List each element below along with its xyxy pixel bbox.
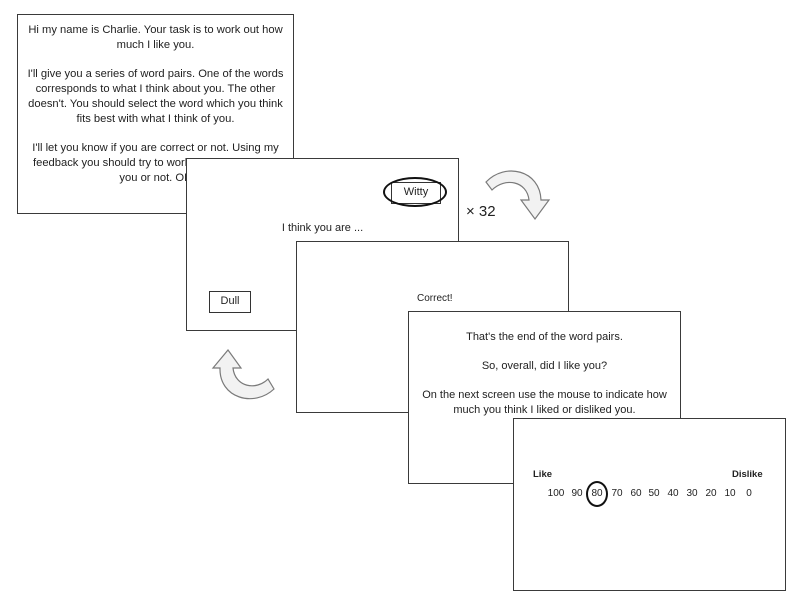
intro-screen: Hi my name is Charlie. Your task is to w… [17, 14, 294, 214]
scale-value[interactable]: 60 [630, 488, 642, 499]
end-paragraph: On the next screen use the mouse to indi… [422, 389, 667, 416]
intro-paragraph: I'll give you a series of word pairs. On… [27, 68, 284, 125]
curved-arrow-icon [211, 349, 275, 400]
repeat-count: × 32 [466, 203, 496, 220]
selected-value-circle [586, 481, 608, 507]
selection-circle [383, 177, 447, 207]
scale-value[interactable]: 100 [547, 488, 565, 499]
end-text: That's the end of the word pairs. So, ov… [415, 330, 674, 432]
scale-value[interactable]: 90 [571, 488, 583, 499]
scale-value[interactable]: 30 [686, 488, 698, 499]
intro-text: Hi my name is Charlie. Your task is to w… [24, 23, 287, 200]
end-paragraph: That's the end of the word pairs. [466, 331, 623, 343]
word-option-dull[interactable]: Dull [209, 291, 251, 313]
end-paragraph: So, overall, did I like you? [481, 360, 608, 372]
intro-paragraph: Hi my name is Charlie. Your task is to w… [28, 24, 283, 51]
scale-value[interactable]: 20 [705, 488, 717, 499]
scale-value[interactable]: 70 [611, 488, 623, 499]
feedback-text: Correct! [417, 293, 453, 304]
dislike-label: Dislike [732, 469, 763, 480]
scale-value[interactable]: 40 [667, 488, 679, 499]
like-label: Like [533, 469, 553, 480]
prompt-text: I think you are ... [281, 222, 364, 234]
curved-arrow-icon [485, 170, 551, 221]
scale-value[interactable]: 50 [648, 488, 660, 499]
rating-screen: Like Dislike 100 90 80 70 60 50 40 30 20… [513, 418, 786, 591]
scale-value[interactable]: 10 [724, 488, 736, 499]
scale-value[interactable]: 0 [746, 488, 752, 499]
